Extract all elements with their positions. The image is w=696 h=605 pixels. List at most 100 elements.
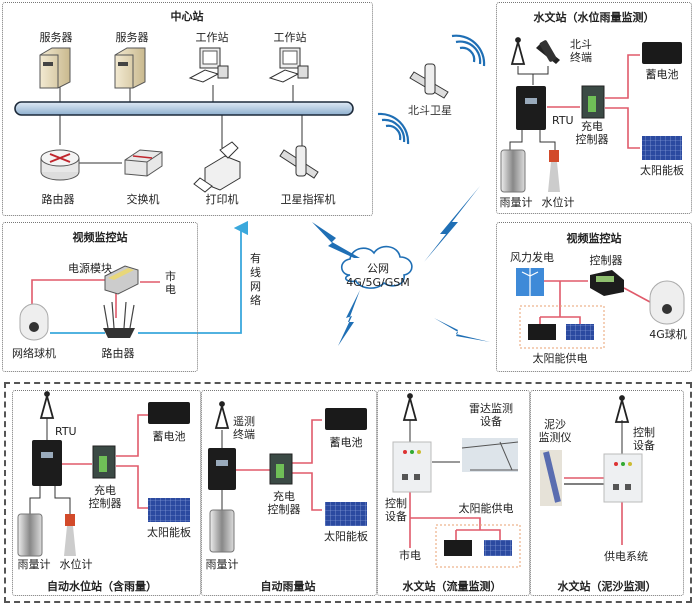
- water-level-gauge-icon: [64, 514, 76, 556]
- rain-gauge-icon: [17, 513, 43, 557]
- rain-gauge-label: 雨量计: [205, 558, 239, 571]
- solar-panel-label: 太阳能板: [640, 164, 684, 177]
- workstation-label: 工作站: [273, 31, 307, 44]
- router-icon: [103, 301, 135, 338]
- battery-label: 蓄电池: [329, 436, 363, 449]
- terminal-screen: [216, 460, 228, 466]
- workstation-icon: [268, 47, 309, 83]
- solar-panel-label: 太阳能板: [324, 530, 368, 543]
- battery-icon: [325, 408, 367, 430]
- station-rainfall-title: 自动雨量站: [260, 580, 316, 593]
- sediment-monitor-label: 泥沙 监测仪: [538, 418, 572, 444]
- wind-power-label: 风力发电: [510, 251, 554, 264]
- station2-lines: [221, 419, 322, 511]
- solar-panel-icon: [484, 540, 512, 556]
- satellite-commander-label: 卫星指挥机: [280, 193, 336, 206]
- beidou-terminal-icon: [536, 40, 560, 64]
- control-cabinet-icon: [603, 453, 643, 503]
- controller-icon: [590, 270, 624, 296]
- public-network-protocols: 4G/5G/GSM: [346, 276, 410, 289]
- battery-icon: [148, 402, 190, 424]
- control-cabinet-icon: [392, 441, 432, 493]
- video-right-lines: [539, 280, 651, 324]
- network-bus: [14, 101, 354, 116]
- switch-icon: [124, 149, 163, 177]
- hydro-station-top-box: [496, 2, 692, 214]
- rtu-icon: [32, 440, 62, 486]
- station-rainfall-box: [201, 390, 377, 596]
- solar-panel-label: 太阳能板: [147, 526, 191, 539]
- field-stations-group: [4, 382, 692, 603]
- public-network-label: 公网: [367, 262, 389, 275]
- server-label: 服务器: [39, 31, 73, 44]
- control-device-label: 控制 设备: [633, 426, 655, 452]
- mains-label: 市电: [399, 549, 421, 562]
- video-station-left-title: 视频监控站: [72, 231, 128, 244]
- antenna-icon: [214, 401, 230, 429]
- router-label: 路由器: [41, 193, 75, 206]
- printer-label: 打印机: [205, 193, 239, 206]
- network-camera-icon: [19, 303, 49, 341]
- antenna-icon: [614, 395, 630, 423]
- printer-icon: [193, 141, 241, 193]
- charge-controller-label: 充电 控制器: [267, 490, 301, 516]
- solar-supply-group: [519, 305, 605, 349]
- switch-label: 交换机: [126, 193, 160, 206]
- controller-label: 控制器: [589, 254, 623, 267]
- server-icon: [39, 47, 71, 89]
- camera-4g-icon: [649, 280, 685, 325]
- solar-panel-icon: [148, 498, 190, 522]
- station-flow-title: 水文站（流量监测）: [402, 580, 502, 593]
- control-device-label: 控制 设备: [385, 497, 407, 523]
- solar-supply-group: [435, 524, 521, 568]
- hydro-station-top-title: 水文站（水位雨量监测）: [533, 11, 655, 24]
- rtu-label: RTU: [552, 114, 574, 127]
- video-station-right-title: 视频监控站: [566, 232, 622, 245]
- beidou-satellite-icon: [409, 63, 449, 99]
- battery-icon: [444, 540, 472, 556]
- rain-gauge-label: 雨量计: [499, 196, 533, 209]
- camera-4g-label: 4G球机: [649, 328, 687, 341]
- wireless-signal-icon: [451, 34, 486, 67]
- wireless-signal-icon: [377, 112, 410, 145]
- center-station-lines: [59, 85, 303, 164]
- charge-controller-icon: [269, 453, 293, 485]
- station-water-level-title: 自动水位站（含雨量）: [47, 580, 157, 593]
- telemetry-terminal-icon: [208, 448, 236, 490]
- rain-gauge-label: 雨量计: [17, 558, 51, 571]
- water-level-gauge-label: 水位计: [541, 196, 575, 209]
- router-icon: [40, 149, 80, 181]
- water-level-gauge-label: 水位计: [59, 558, 93, 571]
- rtu-label: RTU: [55, 425, 77, 438]
- mains-label: 市 电: [165, 270, 176, 296]
- video-station-right-box: [496, 222, 692, 372]
- solar-panel-icon: [642, 136, 682, 160]
- server-label: 服务器: [115, 31, 149, 44]
- charge-controller-icon: [92, 445, 116, 479]
- power-lines: [31, 279, 160, 318]
- antenna-icon: [402, 393, 418, 421]
- station-sediment-box: [530, 390, 684, 596]
- center-station-title: 中心站: [170, 10, 204, 23]
- charge-controller-label: 充电 控制器: [88, 484, 122, 510]
- solar-supply-label: 太阳能供电: [458, 502, 514, 515]
- router-label: 路由器: [101, 347, 135, 360]
- battery-icon: [642, 42, 682, 64]
- center-station-box: [2, 2, 373, 216]
- solar-panel-icon: [325, 502, 367, 526]
- turbine-blades: [521, 266, 539, 296]
- power-system-label: 供电系统: [604, 550, 648, 563]
- satellite-commander-icon: [279, 145, 319, 179]
- charge-controller-label: 充电 控制器: [575, 120, 609, 146]
- rtu-icon: [516, 86, 546, 130]
- radar-device-label: 雷达监测 设备: [469, 402, 513, 428]
- rain-gauge-icon: [209, 509, 235, 553]
- water-level-gauge-icon: [548, 150, 560, 192]
- video-station-left-box: [2, 222, 198, 372]
- antenna-icon: [510, 37, 526, 65]
- battery-label: 蓄电池: [152, 430, 186, 443]
- battery-label: 蓄电池: [645, 68, 679, 81]
- station3-lines: [409, 420, 501, 548]
- battery-icon: [528, 324, 556, 340]
